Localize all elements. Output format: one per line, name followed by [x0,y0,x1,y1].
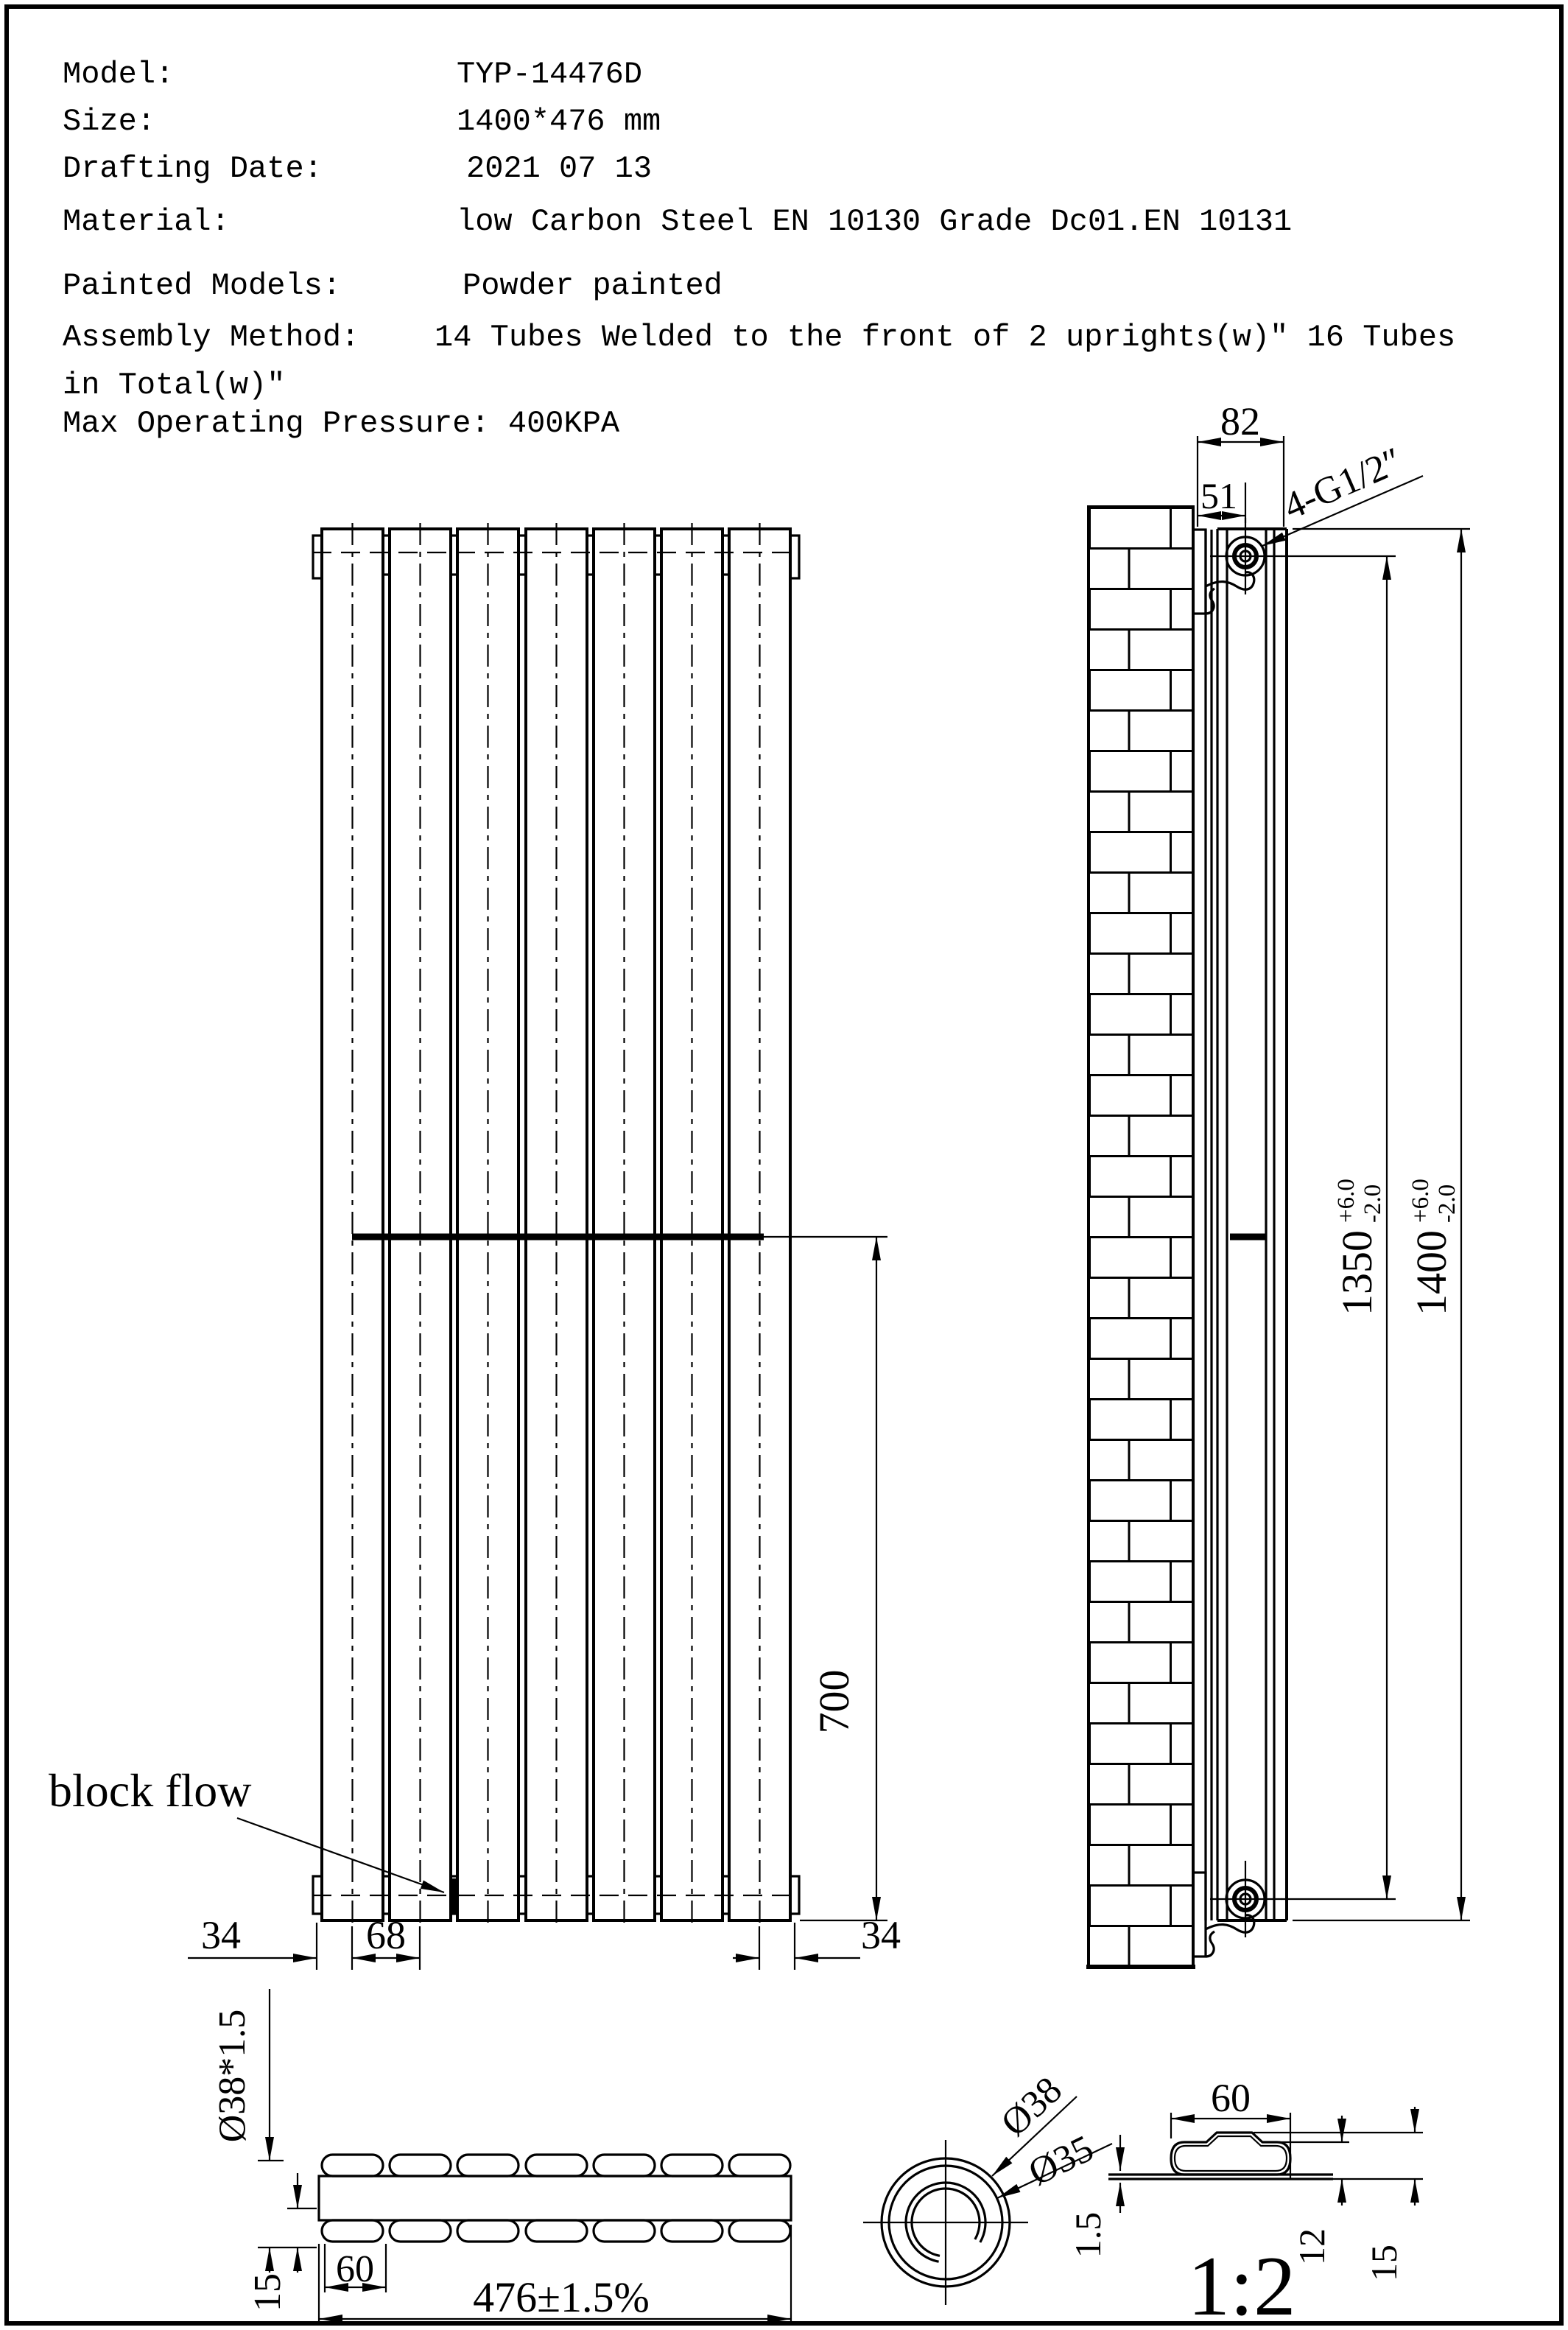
dim-34-left-label: 34 [201,1913,241,1957]
drafting-date-value: 2021 07 13 [466,151,652,186]
bracket-detail-view: 60 1.5 12 15 1:2 [1067,2076,1423,2330]
svg-text:-2.0: -2.0 [1360,1185,1386,1223]
svg-text:+6.0: +6.0 [1333,1179,1360,1223]
thread-label: 4-G1/2″ [1278,440,1409,528]
wall-section [1087,505,1195,1968]
dim-1400-label: 1400 +6.0 -2.0 [1407,1179,1460,1316]
pipe-detail-view: Ø38 Ø35 [863,2069,1113,2305]
drawing-border [4,4,1564,2326]
dia35-leader [996,2143,1113,2199]
material-value: low Carbon Steel EN 10130 Grade Dc01.EN … [457,204,1292,239]
assembly-continuation: in Total(w)″ [63,368,285,403]
tab-top-left [312,534,323,580]
bracket-top [1192,528,1207,615]
painted-models-label: Painted Models: [63,268,341,303]
block-flow-plug [450,1878,458,1913]
dim-700-label: 700 [810,1670,858,1734]
dim-12-label: 12 [1291,2228,1332,2265]
header-band [317,2175,792,2222]
pipe-fitting-bottom [1210,1861,1282,1937]
svg-text:+6.0: +6.0 [1407,1179,1434,1223]
tube-profile [1170,2131,1292,2176]
bracket-bottom [1192,1871,1207,1958]
painted-models-value: Powder painted [463,268,723,303]
max-pressure-line: Max Operating Pressure: 400KPA [63,406,620,441]
dim-tube-od-label: Ø38*1.5 [211,2010,253,2143]
dim-82-label: 82 [1220,399,1260,443]
title-block: Model: TYP-14476D Size: 1400*476 mm Draf… [63,57,1455,441]
model-value: TYP-14476D [457,57,642,92]
dia38-label: Ø38 [994,2069,1070,2145]
svg-text:1400: 1400 [1407,1230,1455,1316]
scale-label: 1:2 [1188,2239,1296,2330]
dim-1350-label: 1350 +6.0 -2.0 [1333,1179,1386,1316]
dim-bracket-15-label: 15 [1363,2245,1404,2281]
drafting-date-label: Drafting Date: [63,151,323,186]
side-view: 82 51 4-G1/2″ 1350 +6.0 -2.0 1400 +6.0 -… [1086,399,1470,1969]
block-flow-leader [236,1817,445,1894]
size-value: 1400*476 mm [457,104,661,139]
dim-68-label: 68 [366,1913,406,1957]
dim-bracket-60-label: 60 [1211,2076,1251,2120]
dia38-leader [991,2096,1077,2177]
dim-thickness-label: 1.5 [1067,2212,1108,2259]
dim-476-label: 476±1.5% [473,2273,650,2321]
thread-leader [1262,474,1424,547]
dim-60-pitch-label: 60 [336,2248,374,2290]
material-label: Material: [63,204,230,239]
svg-text:1350: 1350 [1333,1230,1381,1316]
model-label: Model: [63,57,174,92]
assembly-method-value: 14 Tubes Welded to the front of 2 uprigh… [435,320,1455,355]
dim-34-right-label: 34 [861,1913,901,1957]
tab-top-right [789,534,801,580]
front-view: 700 34 68 34 block flow [49,522,901,1970]
tube-section-view: Ø38*1.5 15 60 476±1.5% [211,1989,792,2325]
block-flow-label: block flow [49,1764,252,1817]
size-label: Size: [63,104,155,139]
assembly-method-label: Assembly Method: [63,320,359,355]
dim-51-label: 51 [1200,475,1237,516]
dim-15-offset-label: 15 [247,2273,289,2312]
svg-text:-2.0: -2.0 [1434,1185,1460,1223]
